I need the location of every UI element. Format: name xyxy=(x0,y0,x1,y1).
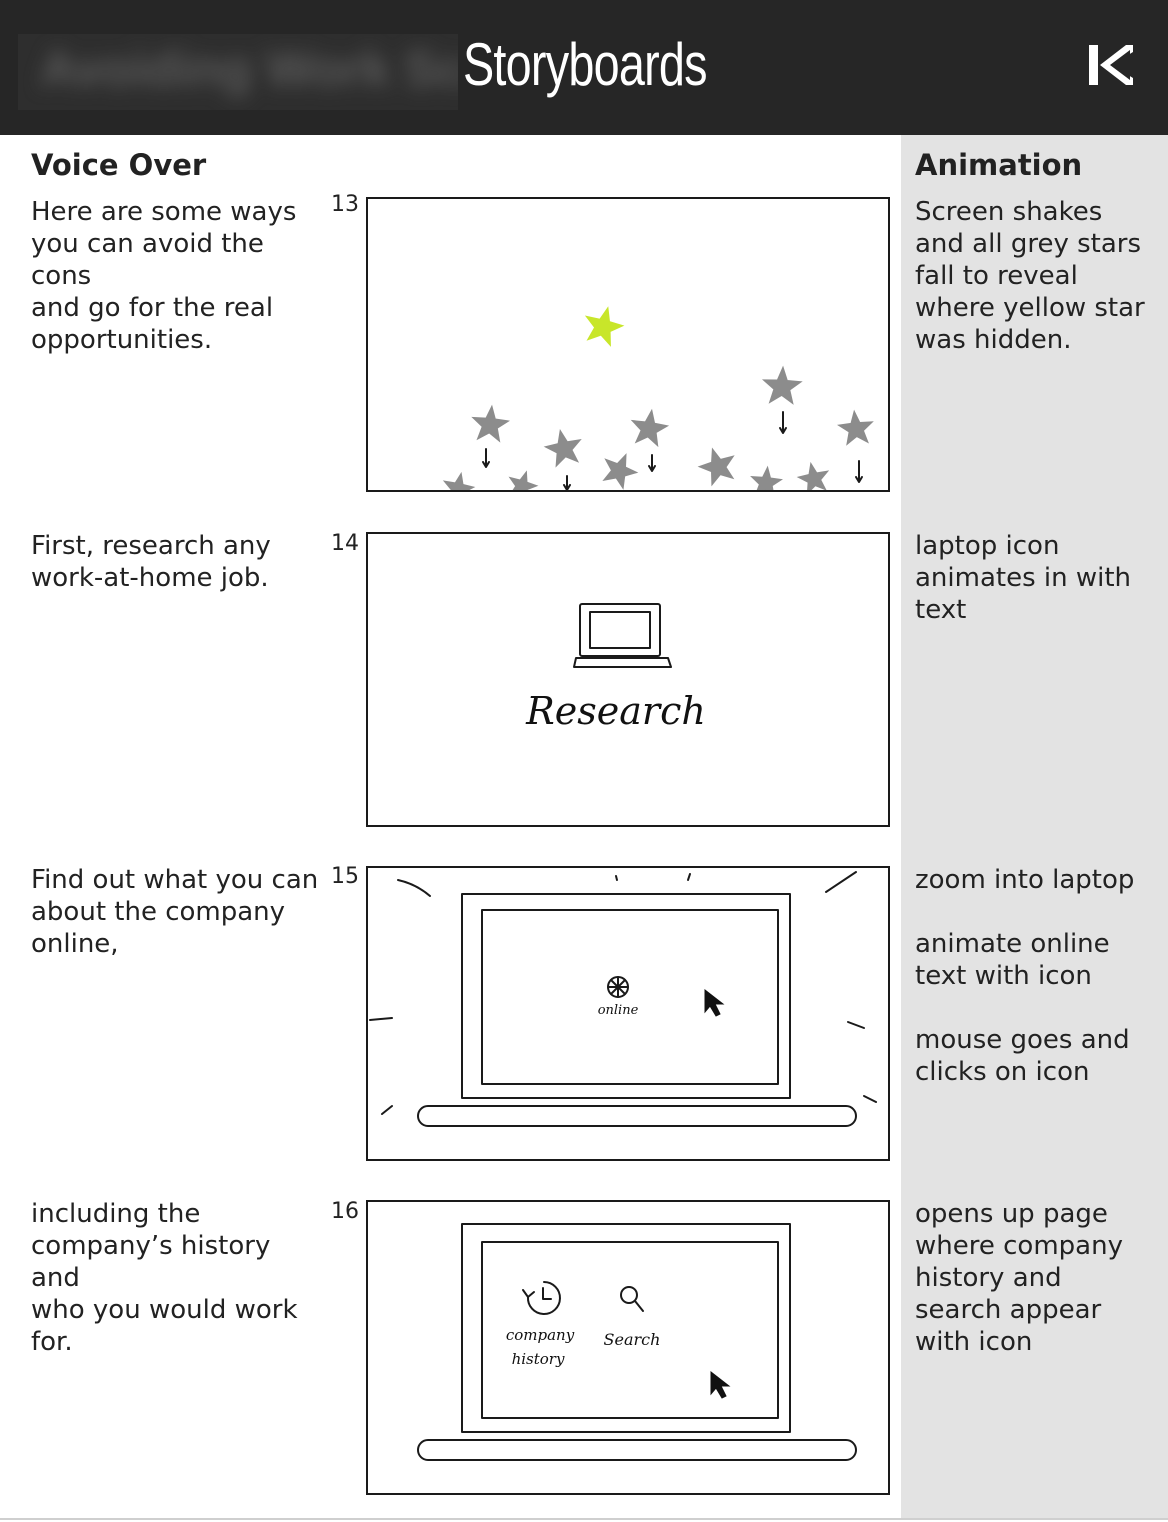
animation-column xyxy=(901,135,1168,1519)
research-laptop-sketch: Research xyxy=(525,603,706,733)
grey-star-icon xyxy=(836,409,874,446)
history-label: history xyxy=(512,1350,565,1368)
animation-text-16: opens up page where company history and … xyxy=(915,1199,1123,1357)
history-clock-icon xyxy=(522,1281,561,1315)
yellow-star-icon xyxy=(584,306,625,347)
frame-number-13: 13 xyxy=(331,192,359,217)
falling-stars-sketch xyxy=(442,306,874,490)
grey-star-icon xyxy=(796,461,830,490)
company-label: company xyxy=(506,1326,575,1344)
grey-star-icon xyxy=(761,365,803,405)
storyboard-frame-15: online xyxy=(366,866,890,1161)
laptop-zoomed xyxy=(417,893,857,1127)
header-bar: Avoiding Work Scams Storyboards xyxy=(0,0,1168,135)
storyboard-frame-13 xyxy=(366,197,890,492)
down-arrow-icon xyxy=(855,460,863,483)
animation-text-13: Screen shakes and all grey stars fall to… xyxy=(915,197,1145,355)
down-arrow-icon xyxy=(563,475,571,490)
grey-star-icon xyxy=(750,465,783,490)
down-arrow-icon xyxy=(648,454,656,472)
voice-over-text-14: First, research any work-at-home job. xyxy=(31,531,271,593)
grey-star-icon xyxy=(697,447,735,487)
grey-star-icon xyxy=(442,471,476,490)
voice-over-text-13: Here are some ways you can avoid the con… xyxy=(31,197,297,355)
search-magnifier-icon xyxy=(620,1286,644,1312)
grey-star-icon xyxy=(630,408,670,448)
research-label: Research xyxy=(525,689,706,733)
grey-star-icon xyxy=(508,470,539,490)
mouse-cursor-icon xyxy=(704,988,725,1017)
frame-number-16: 16 xyxy=(331,1199,359,1224)
search-label: Search xyxy=(604,1330,661,1349)
online-label: online xyxy=(598,1003,639,1018)
frame-number-14: 14 xyxy=(331,531,359,556)
storyboard-frame-16: company history Search xyxy=(366,1200,890,1495)
k-logo-icon xyxy=(1089,45,1133,85)
grey-star-icon xyxy=(543,429,582,468)
voice-over-heading: Voice Over xyxy=(31,148,207,182)
grey-star-icon xyxy=(602,453,639,490)
laptop-open-page xyxy=(417,1223,857,1461)
laptop-zoom-sketch: online xyxy=(369,871,877,1127)
frame-number-15: 15 xyxy=(331,864,359,889)
page-title: Storyboards xyxy=(463,31,708,98)
globe-icon xyxy=(607,976,629,998)
bottom-divider xyxy=(0,1518,1168,1520)
storyboard-frame-14: Research xyxy=(366,532,890,827)
mouse-cursor-icon xyxy=(710,1370,731,1399)
blurred-title-text: Avoiding Work Scams xyxy=(40,41,458,97)
laptop-icon xyxy=(573,603,672,668)
animation-text-15: zoom into laptop animate online text wit… xyxy=(915,865,1135,1087)
blurred-title: Avoiding Work Scams xyxy=(18,34,458,110)
down-arrow-icon xyxy=(482,448,490,468)
voice-over-text-16: including the company’s history and who … xyxy=(31,1199,298,1357)
down-arrow-icon xyxy=(779,411,787,434)
animation-heading: Animation xyxy=(915,148,1083,182)
company-page-sketch: company history Search xyxy=(417,1223,857,1461)
grey-star-icon xyxy=(471,404,510,443)
animation-text-14: laptop icon animates in with text xyxy=(915,531,1132,625)
voice-over-text-15: Find out what you can about the company … xyxy=(31,865,319,959)
motion-lines xyxy=(369,871,877,1115)
